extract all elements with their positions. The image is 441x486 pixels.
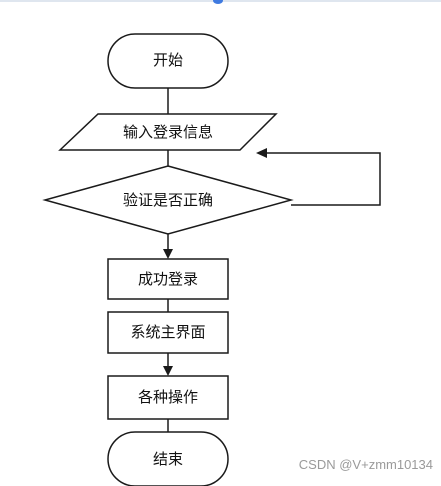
node-main [107, 311, 229, 354]
node-verify [42, 165, 294, 235]
node-start-label: 开始 [153, 51, 183, 69]
node-ops-label: 各种操作 [138, 388, 198, 406]
node-main-label: 系统主界面 [130, 323, 205, 341]
node-start [107, 33, 229, 89]
watermark-text: CSDN @V+zmm10134 [298, 457, 433, 472]
node-input-label: 输入登录信息 [123, 123, 213, 141]
node-ops [107, 375, 229, 420]
node-success-label: 成功登录 [138, 270, 198, 288]
node-input [58, 113, 278, 151]
node-success [107, 258, 229, 300]
arrowhead-success [163, 249, 173, 259]
arrowhead-ops [163, 366, 173, 376]
node-end [107, 431, 229, 486]
loop-arrowhead [256, 148, 267, 158]
edge-verify-loop [266, 152, 381, 206]
top-indicator-dot [213, 0, 223, 4]
node-end-label: 结束 [153, 450, 183, 468]
node-verify-label: 验证是否正确 [123, 191, 213, 209]
